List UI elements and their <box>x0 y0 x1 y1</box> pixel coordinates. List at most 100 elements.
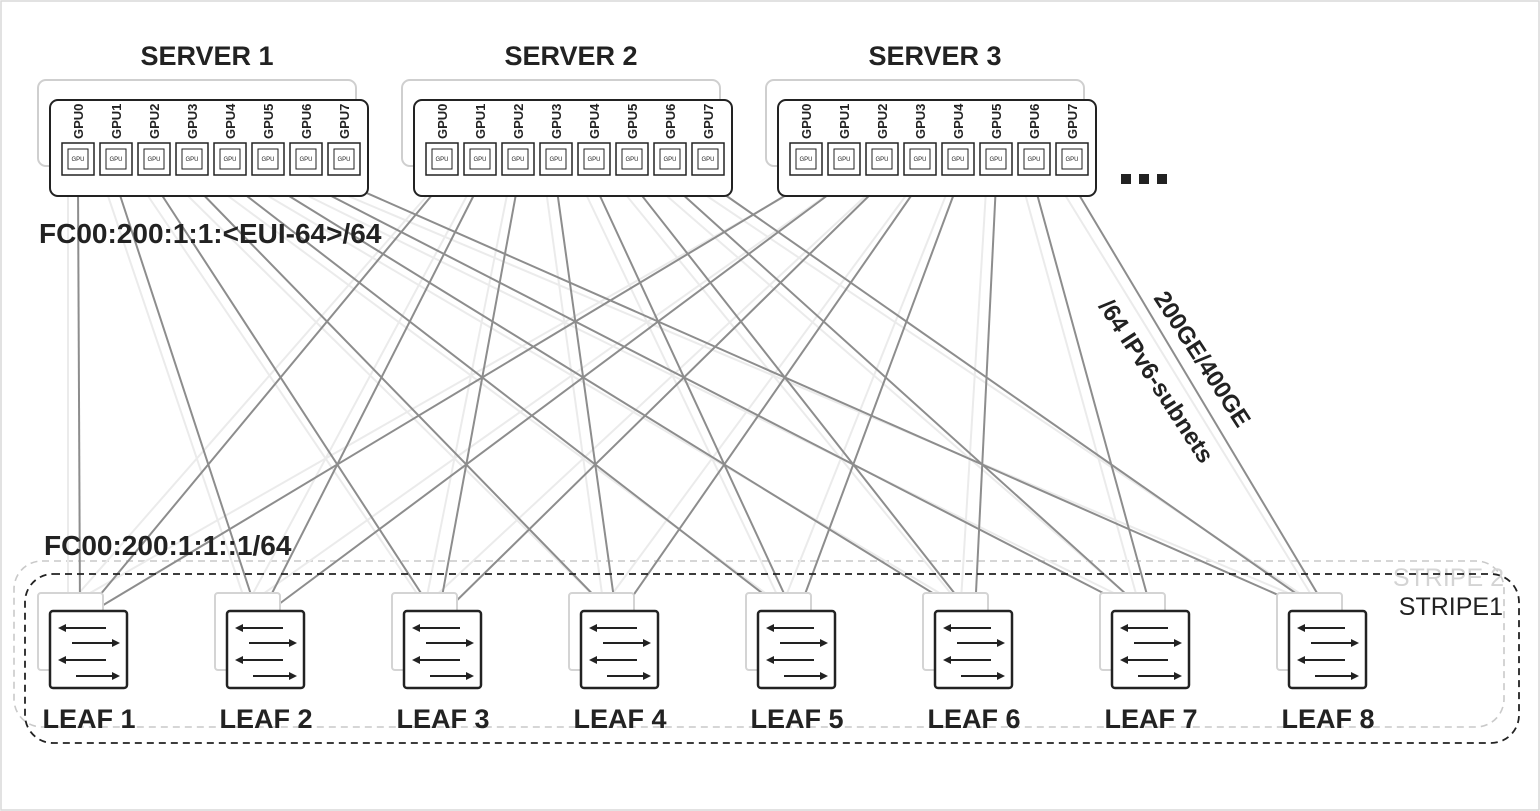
gpu-label: GPU0 <box>799 104 814 139</box>
stripe-1-link <box>1071 182 1330 614</box>
gpu-chip-text: GPU <box>663 157 676 163</box>
leaf-label: LEAF 3 <box>396 704 489 734</box>
leaf-label: LEAF 5 <box>750 704 843 734</box>
more-servers-ellipsis <box>1121 174 1167 184</box>
gpu-chip-text: GPU <box>147 157 160 163</box>
leaf-label: LEAF 1 <box>42 704 135 734</box>
stripe-2-link <box>1023 189 1139 602</box>
leaf-switch-box <box>1110 609 1191 690</box>
stripe-2-link <box>257 189 954 602</box>
switch-arrows-icon <box>1297 624 1359 680</box>
gpu-chip-die <box>1023 148 1045 170</box>
server: SERVER 3GPU0GPUGPU1GPUGPU2GPUGPU3GPUGPU4… <box>765 41 1097 197</box>
server: SERVER 2GPU0GPUGPU1GPUGPU2GPUGPU3GPUGPU4… <box>401 41 733 197</box>
gpu-chip-body <box>789 142 823 176</box>
gpu-label: GPU4 <box>587 103 602 139</box>
gpu-chip-text: GPU <box>435 157 448 163</box>
stripe-2-link <box>248 189 471 602</box>
stripe-1-link <box>974 182 997 614</box>
stripe-2-link <box>429 189 873 602</box>
gpu-chip-text: GPU <box>1027 157 1040 163</box>
stripe-1-link <box>191 182 612 614</box>
stripe-1-link <box>89 182 807 614</box>
stripe-1-link <box>115 182 258 614</box>
gpu-label: GPU2 <box>875 104 890 139</box>
gpu-chip-die <box>469 148 491 170</box>
gpu-chip-die <box>257 148 279 170</box>
stripe-2-link <box>606 189 911 602</box>
gpu-chip-text: GPU <box>837 157 850 163</box>
leaf-switch-box <box>402 609 483 690</box>
gpu-chip-text: GPU <box>701 157 714 163</box>
gpu-chip-die <box>431 148 453 170</box>
gpu-chip-text: GPU <box>223 157 236 163</box>
stripe-2-link <box>1061 189 1316 602</box>
stripe-1-links <box>77 182 1330 614</box>
gpu-chip-body <box>615 142 649 176</box>
gpu-chip-text: GPU <box>875 157 888 163</box>
switch-arrows-icon <box>589 624 651 680</box>
stripe-1-link <box>343 182 1320 614</box>
gpu-chip-text: GPU <box>337 157 350 163</box>
leaf-label: LEAF 7 <box>1104 704 1197 734</box>
gpu-chip-text: GPU <box>989 157 1002 163</box>
leaf-address-label: FC00:200:1:1::1/64 <box>44 530 292 561</box>
stripe-1-link <box>305 182 1143 614</box>
gpu-label: GPU2 <box>511 104 526 139</box>
stripe-2-link <box>295 189 1131 602</box>
gpu-label: GPU1 <box>109 104 124 139</box>
gpu-address-label: FC00:200:1:1:<EUI-64>/64 <box>39 218 382 249</box>
gpu-chip-text: GPU <box>473 157 486 163</box>
gpu-chip-text: GPU <box>625 157 638 163</box>
stripe-1-link <box>153 182 435 614</box>
stripe-1-link <box>261 182 481 614</box>
stripe-2-link <box>71 189 433 602</box>
gpu-label: GPU1 <box>837 104 852 139</box>
stripe-2-link <box>105 189 246 602</box>
gpu-chip-text: GPU <box>185 157 198 163</box>
gpu-chip-body <box>213 142 247 176</box>
ellipsis-dot <box>1157 174 1167 184</box>
gpu-chip-die <box>219 148 241 170</box>
servers: SERVER 1GPU0GPUGPU1GPUGPU2GPUGPU3GPUGPU4… <box>37 41 1097 197</box>
gpu-chip-die <box>507 148 529 170</box>
stripe-2-link <box>425 189 509 602</box>
gpu-label: GPU1 <box>473 104 488 139</box>
leaf-label: LEAF 6 <box>927 704 1020 734</box>
gpu-chip-text: GPU <box>913 157 926 163</box>
gpu-chip-die <box>181 148 203 170</box>
gpu-label: GPU4 <box>223 103 238 139</box>
gpu-chip-die <box>659 148 681 170</box>
leaf-switch-box <box>756 609 837 690</box>
gpu-chip-die <box>583 148 605 170</box>
leaf-switch: LEAF 4 <box>568 592 667 734</box>
switch-arrows-icon <box>766 624 828 680</box>
leaf-label: LEAF 2 <box>219 704 312 734</box>
gpu-label: GPU2 <box>147 104 162 139</box>
leaf-switch: LEAF 3 <box>391 592 490 734</box>
stripe-1-link <box>593 182 794 614</box>
gpu-chip-die <box>697 148 719 170</box>
gpu-chip-die <box>909 148 931 170</box>
gpu-chip-text: GPU <box>951 157 964 163</box>
gpu-chip-die <box>985 148 1007 170</box>
gpu-label: GPU4 <box>951 103 966 139</box>
gpu-chip-text: GPU <box>299 157 312 163</box>
gpu-chip-die <box>795 148 817 170</box>
